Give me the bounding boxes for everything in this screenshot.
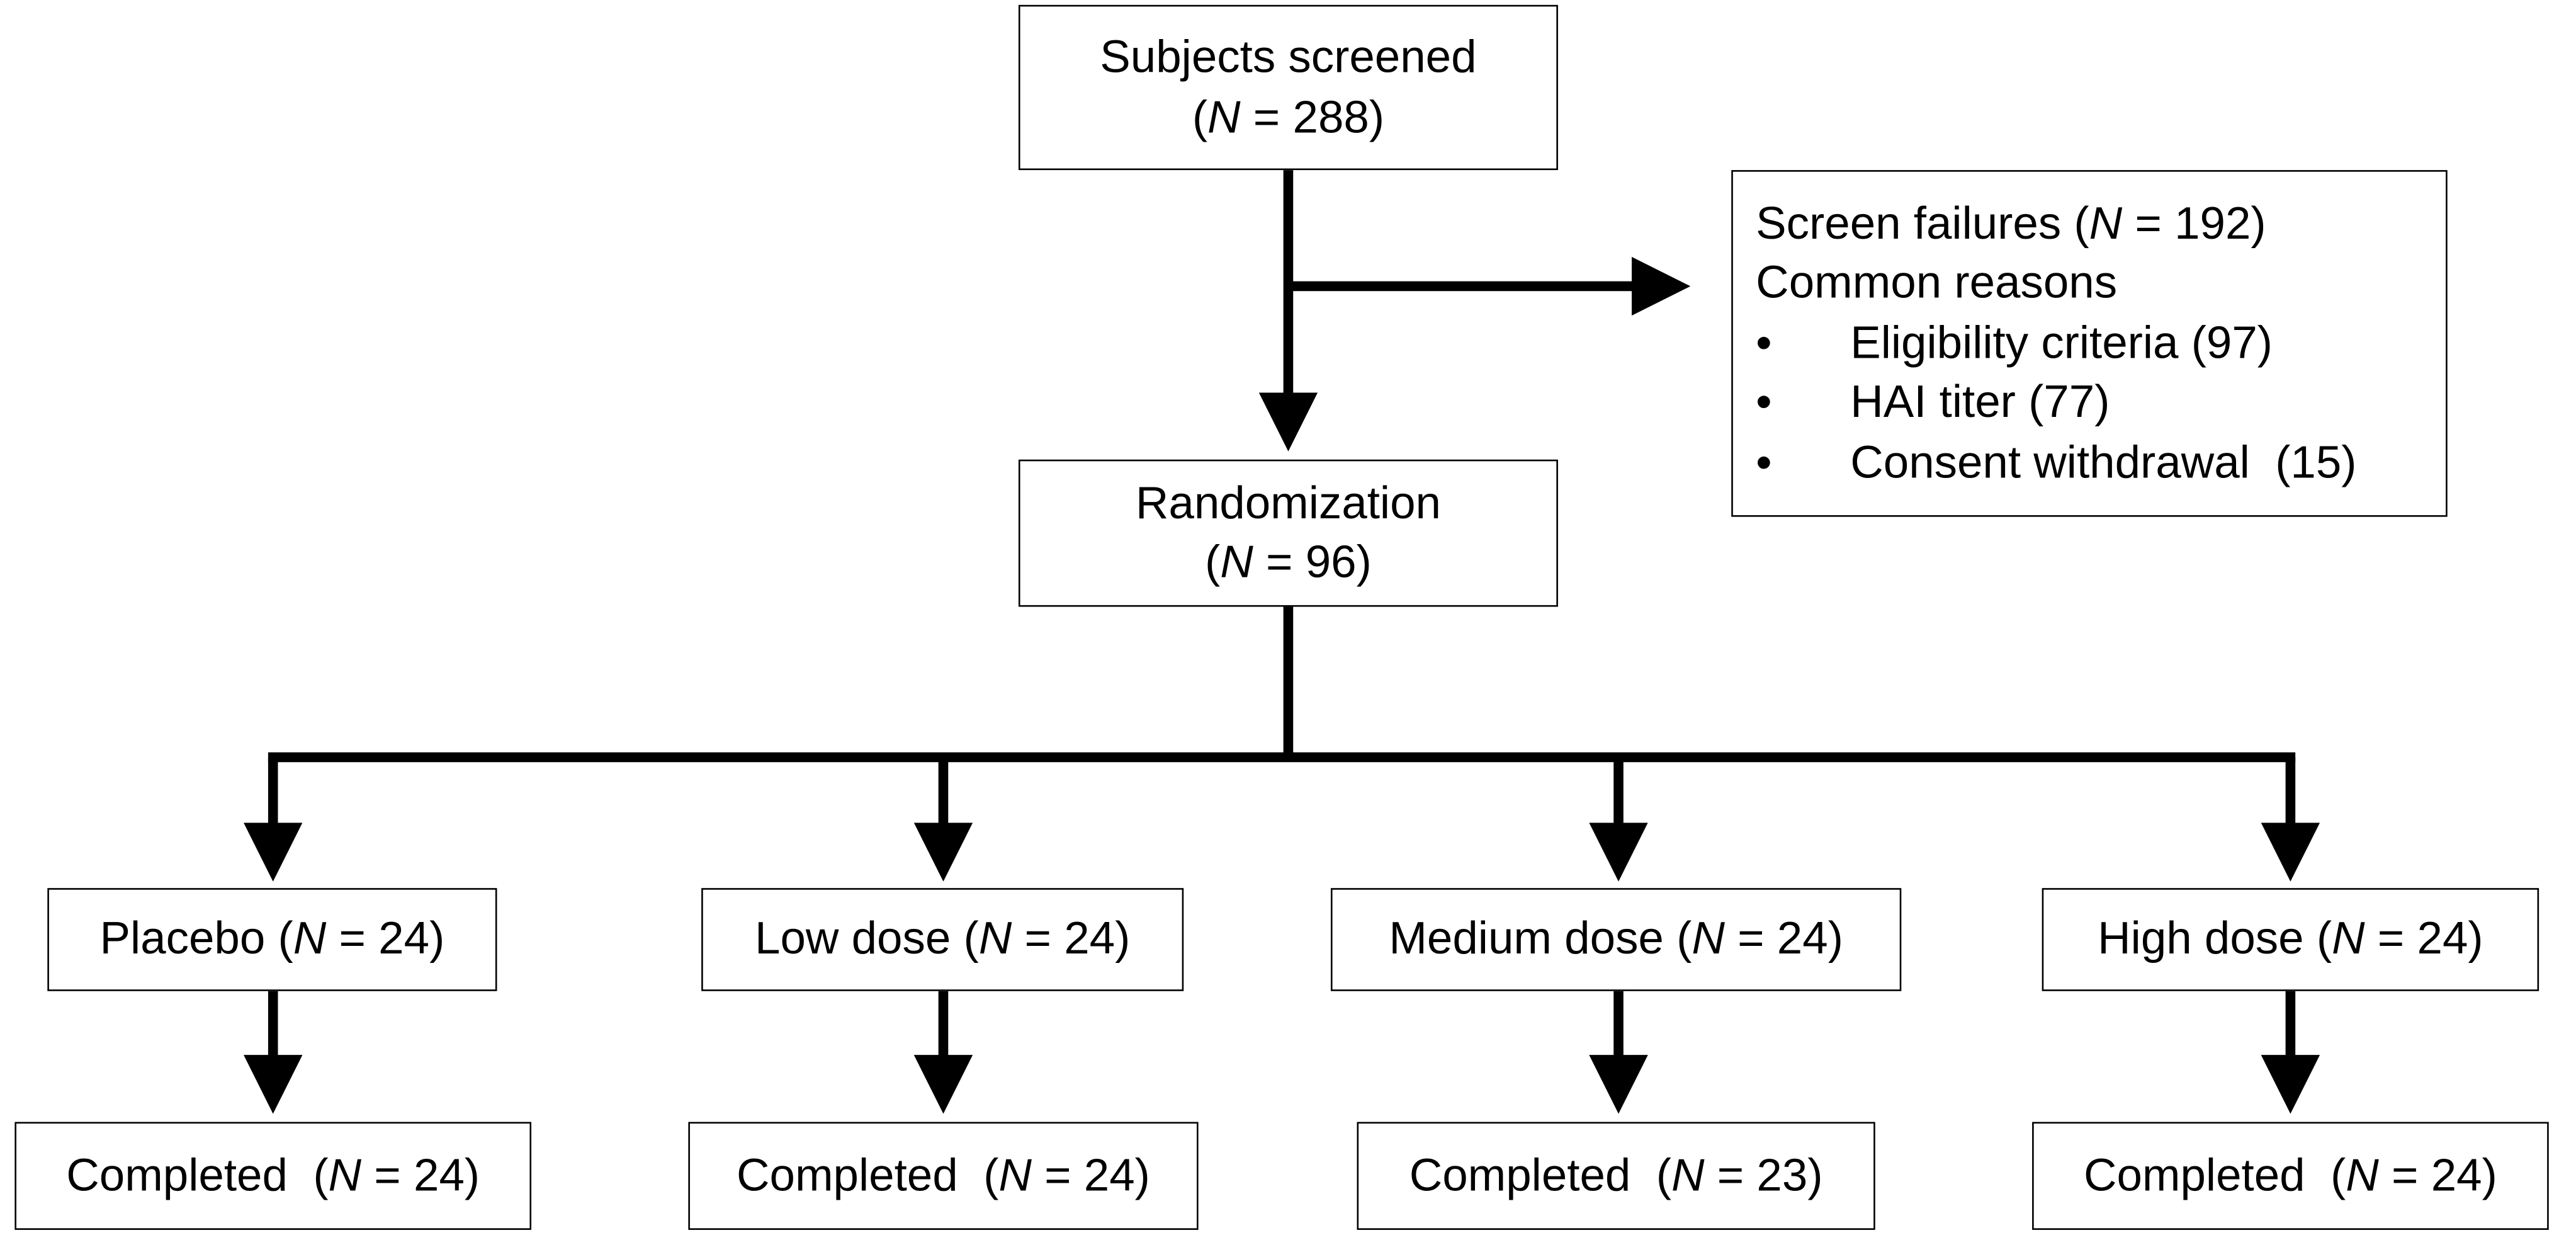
bullet-icon: • (1756, 317, 1772, 368)
completed-box-medium-dose: Completed (N = 23) (1357, 1122, 1875, 1230)
arm-box-medium-dose: Medium dose (N = 24) (1330, 888, 1902, 991)
arm-label: Placebo (99, 913, 266, 964)
completed-label: Completed (1409, 1149, 1631, 1200)
arm-box-low-dose: Low dose (N = 24) (701, 888, 1184, 991)
completed-label: Completed (737, 1149, 958, 1200)
reason-eligibility-criteria: • Eligibility criteria (97) (1756, 314, 2273, 373)
arm-count: 24 (2417, 913, 2468, 964)
arm-box-placebo: Placebo (N = 24) (47, 888, 497, 991)
completed-count: 23 (1756, 1149, 1808, 1200)
arm-label: High dose (2098, 913, 2304, 964)
subjects-screened-count: (N = 288) (1192, 91, 1385, 142)
arm-label: Low dose (755, 913, 951, 964)
bullet-icon: • (1756, 376, 1772, 428)
reason-consent-withdrawal: • Consent withdrawal (15) (1756, 433, 2356, 492)
arm-count: 24 (1064, 913, 1116, 964)
arm-box-high-dose: High dose (N = 24) (2042, 888, 2539, 991)
subjects-screened-label: Subjects screened (1100, 31, 1477, 82)
completed-box-placebo: Completed (N = 24) (14, 1122, 532, 1230)
arm-label: Medium dose (1389, 913, 1664, 964)
randomization-label: Randomization (1135, 477, 1441, 528)
common-reasons-label: Common reasons (1756, 257, 2118, 309)
randomization-count: (N = 96) (1205, 536, 1372, 588)
bullet-icon: • (1756, 436, 1772, 487)
completed-count: 24 (1083, 1149, 1135, 1200)
screen-failures-label: Screen failures (N = 192) (1756, 198, 2266, 249)
completed-count: 24 (2431, 1149, 2482, 1200)
completed-box-low-dose: Completed (N = 24) (688, 1122, 1199, 1230)
completed-count: 24 (414, 1149, 465, 1200)
completed-label: Completed (2083, 1149, 2305, 1200)
screen-failures-box: Screen failures (N = 192) Common reasons… (1731, 170, 2448, 517)
completed-label: Completed (66, 1149, 288, 1200)
reason-hai-titer: • HAI titer (77) (1756, 373, 2110, 433)
randomization-box: Randomization (N = 96) (1018, 459, 1558, 607)
arm-count: 24 (1777, 913, 1828, 964)
subjects-screened-box: Subjects screened (N = 288) (1018, 4, 1558, 171)
arm-count: 24 (378, 913, 430, 964)
completed-box-high-dose: Completed (N = 24) (2032, 1122, 2549, 1230)
